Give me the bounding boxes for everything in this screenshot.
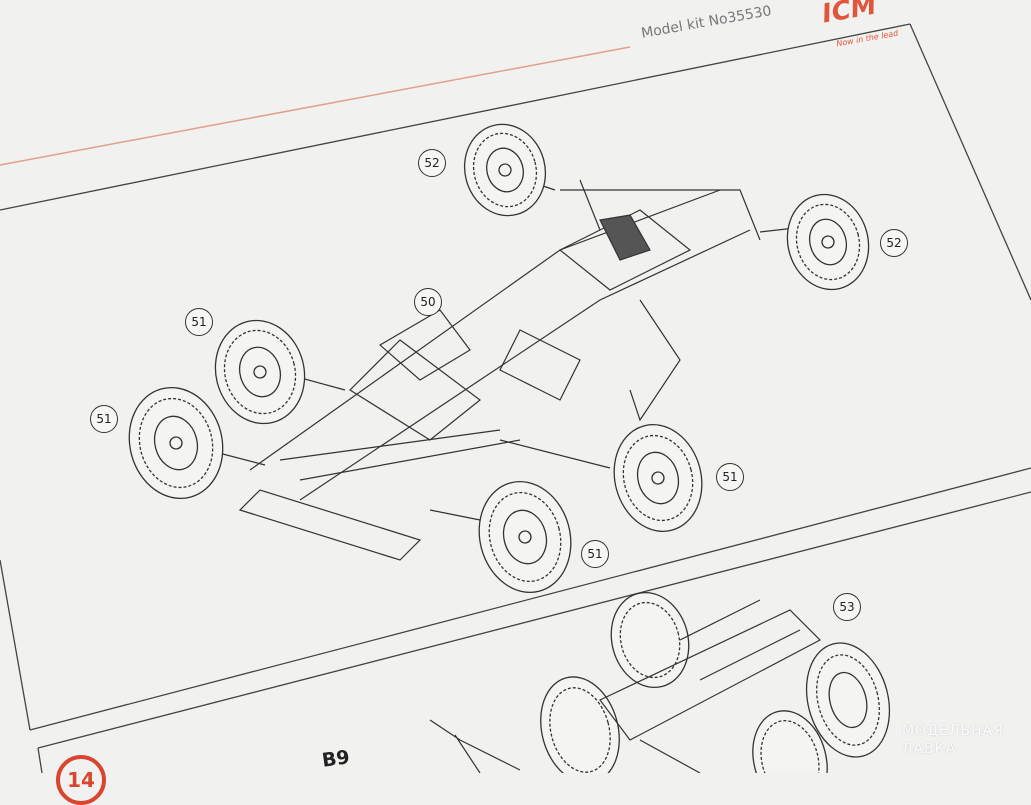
panel-left-border bbox=[0, 559, 31, 731]
next-panel-left-border bbox=[37, 747, 43, 773]
part-callout-51: 51 bbox=[581, 540, 609, 568]
step-number-badge: 14 bbox=[56, 755, 106, 805]
header-accent-line bbox=[0, 46, 631, 166]
wheel bbox=[752, 710, 828, 773]
next-panel-top-border bbox=[37, 491, 1031, 749]
watermark-line-2: ЛАВКА bbox=[902, 741, 957, 757]
part-label-b9: B9 bbox=[320, 746, 352, 772]
part-callout-51: 51 bbox=[716, 463, 744, 491]
part-callout-52: 52 bbox=[418, 149, 446, 177]
part-callout-50: 50 bbox=[414, 288, 442, 316]
wheel bbox=[805, 642, 891, 758]
wheel bbox=[214, 319, 306, 425]
panel-bottom-border bbox=[29, 467, 1031, 731]
part-callout-51: 51 bbox=[185, 308, 213, 336]
panel-top-border bbox=[0, 23, 911, 211]
wheel bbox=[478, 481, 572, 593]
wheel bbox=[610, 591, 690, 689]
part-callout-51: 51 bbox=[90, 405, 118, 433]
wheel bbox=[786, 193, 870, 291]
assembled-chassis-drawing bbox=[429, 599, 822, 773]
wheel bbox=[463, 123, 547, 217]
watermark-line-1: МОДЕЛЬНАЯ bbox=[902, 723, 1004, 739]
wheel bbox=[128, 386, 224, 500]
panel-right-border bbox=[909, 23, 1031, 301]
part-callout-53: 53 bbox=[833, 593, 861, 621]
wheel bbox=[540, 676, 620, 773]
wheel bbox=[613, 424, 703, 532]
watermark: МОДЕЛЬНАЯ ЛАВКА bbox=[902, 722, 1004, 758]
instruction-drawing bbox=[0, 23, 1031, 773]
part-callout-52: 52 bbox=[880, 229, 908, 257]
